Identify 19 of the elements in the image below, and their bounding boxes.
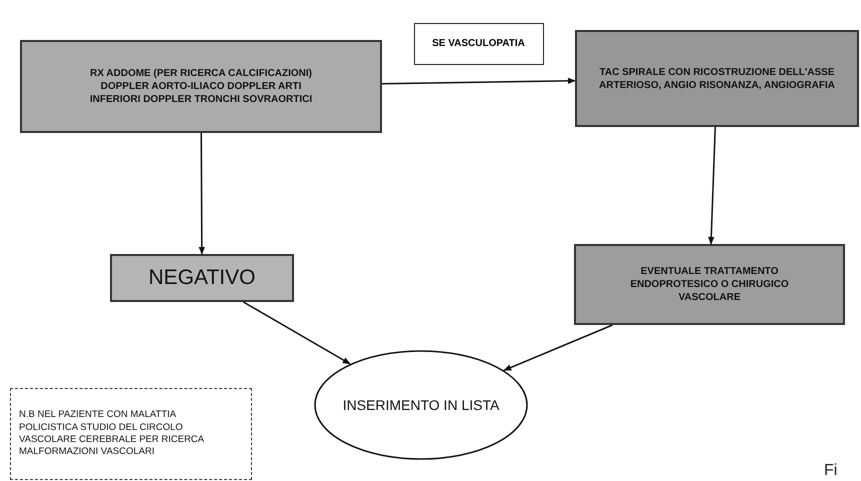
note-text: N.B NEL PAZIENTE CON MALATTIA POLICISTICA STUDIO DEL CIRCOLO VASCOLARE CEREBRALE PER RICERCA MALFORMAZIONI VASCOLARI <box>19 409 205 459</box>
node-text: EVENTUALE TRATTAMENTO ENDOPROTESICO O CHIRUGICO VASCOLARE <box>629 265 790 304</box>
process-box <box>575 30 859 127</box>
arrow <box>503 324 613 371</box>
note-box <box>10 388 252 480</box>
node-text: NEGATIVO <box>148 265 256 292</box>
condition-label: SE VASCULOPATIA <box>414 22 544 65</box>
arrow <box>198 133 206 255</box>
process-box <box>20 40 382 133</box>
arrow <box>243 301 351 364</box>
terminal-ellipse <box>314 350 528 460</box>
arrow <box>708 126 716 245</box>
result-box <box>110 254 294 302</box>
process-box <box>574 244 845 325</box>
arrow <box>382 78 576 84</box>
node-text: INSERIMENTO IN LISTA <box>342 396 500 414</box>
node-text: TAC SPIRALE CON RICOSTRUZIONE DELL'ASSE ARTERIOSO, ANGIO RISONANZA, ANGIOGRAFIA <box>598 66 836 92</box>
figure-label: Fi <box>824 462 838 480</box>
node-text: RX ADDOME (PER RICERCA CALCIFICAZIONI) DOPPLER AORTO-ILIACO DOPPLER ARTI INFERIORI DOPPLER TRONCHI SOVRAORTICI <box>88 67 314 106</box>
